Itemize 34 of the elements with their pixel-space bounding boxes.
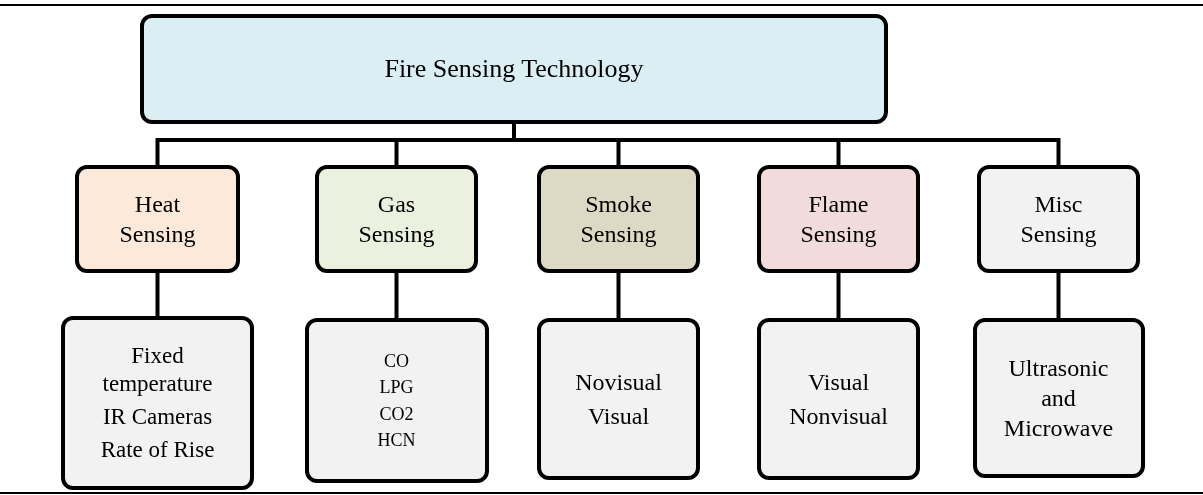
detail-box [972,318,1145,478]
category-box [757,165,920,273]
node-text: Smoke Sensing [579,190,658,249]
node-text: Heat Sensing [118,190,197,249]
node-text: LPG [379,376,414,399]
connector-line [616,273,621,318]
category-box [75,165,240,273]
node-text: Fixed temperature [101,341,214,399]
node-text: Nonvisual [789,402,888,431]
title-box [140,14,888,124]
node-text: Misc Sensing [1019,190,1098,249]
node-text: Rate of Rise [100,435,215,464]
connector-line [155,273,160,316]
detail-box [61,316,254,490]
node-text: Visual [807,368,870,397]
detail-box [537,318,700,480]
node-text: Visual [587,402,650,431]
node-text: Gas Sensing [357,190,436,249]
node-text: CO2 [379,402,414,425]
detail-box [304,318,489,483]
category-box [537,165,700,273]
node-text: Novisual [575,368,662,397]
connector-line [1056,273,1061,318]
category-box [977,165,1140,273]
node-text: Ultrasonic and Microwave [1002,354,1115,443]
node-text: Flame Sensing [799,190,878,249]
node-text: HCN [377,429,416,452]
category-box [315,165,478,273]
connector-line [394,273,399,318]
detail-box [757,318,920,480]
node-text: CO [384,349,409,372]
node-text: Fire Sensing Technology [384,52,644,85]
connector-line [836,273,841,318]
node-text: IR Cameras [102,403,213,431]
